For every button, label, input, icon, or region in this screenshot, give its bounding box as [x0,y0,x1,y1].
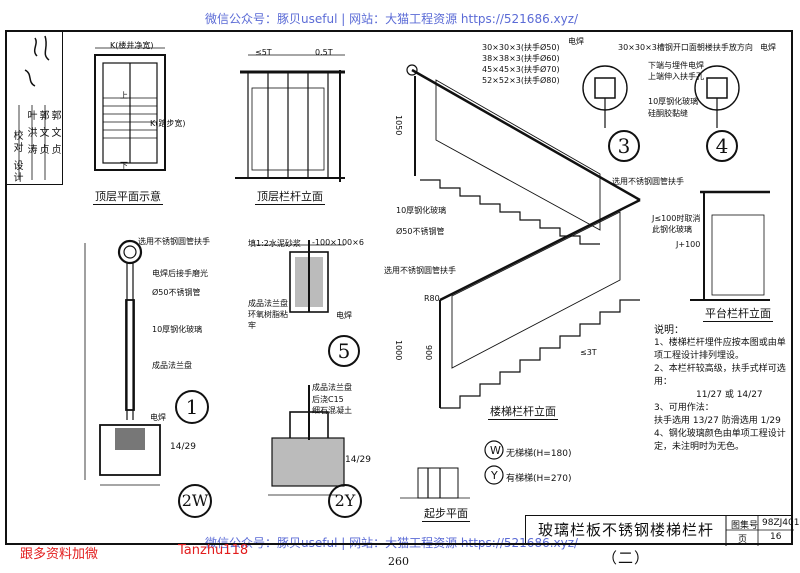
page-label: 页 [738,535,748,545]
label-silicone: 硅酮胶黏缝 [648,109,688,118]
label-fine-concrete: 细石混凝土 [312,406,352,415]
label-c15: 后浇C15 [312,395,344,404]
page-value: 16 [770,532,782,542]
label-y-note: 有梯梯(H=270) [506,474,572,484]
set-label: 图集号 [731,521,759,531]
caption-top-plan: 顶层平面示意 [93,190,163,205]
signature-scribble [18,35,50,180]
label-dim-1050: 1050 [394,115,403,136]
label-plate: -100×100×6 [312,238,364,247]
drawing-title: 玻璃栏板不锈钢楼梯栏杆（二） [537,521,714,567]
label-glass10: 10厚钢化玻璃 [648,97,699,106]
label-w-note: 无梯梯(H=180) [506,449,572,459]
footer-right-note: Tanzhu118 [178,543,249,558]
label-rubber: 成品法兰盘环氧树脂粘牢 [248,299,288,330]
label-dim-3t: ≤3T [580,348,597,357]
label-up-handrail: 上端伸入扶手孔 [648,72,704,81]
label-j100: J+100 [676,240,701,249]
footer-left-note: 跟多资料加微 [20,547,99,562]
label-select-handrail: 选用不锈钢圆管扶手 [138,237,210,246]
label-tube50: Ø50不锈钢管 [152,288,201,297]
label-down-handrail: 下端与埋件电焊 [648,61,704,70]
ref-d: 1/29 [760,416,781,426]
note-handrail: 扶手选用 [654,416,691,426]
note-4: 4、钢化玻璃颜色由单项工程设计定，未注明时为无色。 [654,429,786,452]
spec-4: 52×52×3(扶手Ø80) [482,76,560,85]
label-weld3: 电焊 [336,311,352,320]
label-weld-d1: 电焊 [150,413,166,422]
caption-platform-rail: 平台栏杆立面 [703,307,773,322]
label-k-width: K(楼井净宽) [110,41,154,50]
caption-stair-rail: 楼梯栏杆立面 [488,405,558,420]
label-flange: 成品法兰盘 [152,361,192,370]
signoff-name-1: 叶 洪 涛 [25,110,36,157]
label-select-handrail2: 选用不锈钢圆管扶手 [384,266,456,275]
y-letter: Y [491,469,498,482]
note-2: 2、本栏杆较高级，扶手式样可选用： [654,364,786,387]
title-block: 玻璃栏板不锈钢楼梯栏杆（二） 图集号 98ZJ401 页 16 [525,515,799,567]
label-glass-a: 10厚钢化玻璃 [396,206,447,215]
label-slot-tube: 30×30×3槽钢开口面朝楼扶手放方向 [618,43,753,52]
caption-start-plan: 起步平面 [422,507,470,522]
signoff-role-1: 校对 [11,130,22,154]
signoff-name-3: 郭 文 贞 [49,110,60,157]
notes-heading: 说明： [654,325,684,336]
label-weld2: 电焊 [760,43,776,52]
signoff-sidebar: 校对 叶 洪 涛 设计 郭 文 贞 制图 郭 文 贞 [5,30,63,185]
w-letter: W [490,444,501,457]
ref-c: 13/27 [692,416,719,426]
detail-3: 3 [608,130,640,162]
label-flange2: 成品法兰盘 [312,383,352,392]
ref-diagram-1: 14/29 [170,442,196,452]
detail-4: 4 [706,130,738,162]
label-dim-1000: 1000 [394,340,403,361]
label-weld: 电焊 [568,37,584,46]
label-k100: J≤100时取消此钢化玻璃 [652,214,701,234]
drawing-frame [5,30,793,545]
notes-block: 说明： 1、楼梯栏杆埋件应按本图或由单项工程设计排列埋设。 2、本栏杆较高级，扶… [654,324,790,454]
label-stair-handrail: 选用不锈钢圆管扶手 [612,177,684,186]
spec-1: 30×30×3(扶手Ø50) [482,43,560,52]
title-block-grid [725,516,794,546]
signoff-name-2: 郭 文 贞 [37,110,48,157]
signoff-role-2: 设计 [11,160,22,184]
ref-or: 或 [724,390,734,400]
detail-1: 1 [175,390,209,424]
set-value: 98ZJ401 [762,518,800,528]
spec-3: 45×45×3(扶手Ø70) [482,65,560,74]
ref-diagram-2: 14/29 [345,455,371,465]
detail-5: 5 [328,335,360,367]
note-1: 1、楼梯栏杆埋件应按本图或由单项工程设计排列埋设。 [654,338,786,361]
label-weld-polish: 电焊后接手磨光 [152,269,208,278]
label-lower: 下 [120,161,128,170]
label-up: 上 [120,91,128,100]
detail-2w: 2W [178,484,212,518]
note-3: 3、可用作法： [654,403,714,413]
detail-2y: 2Y [328,484,362,518]
label-r80: R80 [424,294,440,303]
note-antislip: 防滑选用 [721,416,758,426]
ref-b: 14/27 [736,390,763,400]
note-2-refs: 11/27 或 14/27 [654,389,790,402]
label-dim-900: 900 [424,345,433,361]
watermark-top: 微信公众号：豚贝useful | 网站：大猫工程资源 https://52168… [205,12,579,26]
label-dim-05t: 0.5T [315,48,333,57]
label-tube-a: Ø50不锈钢管 [396,227,445,236]
label-glass10b: 10厚钢化玻璃 [152,325,203,334]
ref-a: 11/27 [696,390,722,400]
label-dim-5t: ≤5T [255,48,272,57]
note-3-refs: 扶手选用 13/27 防滑选用 1/29 [654,415,790,428]
label-k-note: K(踏步宽) [150,119,186,128]
caption-top-rail: 顶层栏杆立面 [255,190,325,205]
spec-2: 38×38×3(扶手Ø60) [482,54,560,63]
label-fill-mortar: 填1:2水泥砂浆 [248,239,301,248]
page-number: 260 [388,555,409,568]
